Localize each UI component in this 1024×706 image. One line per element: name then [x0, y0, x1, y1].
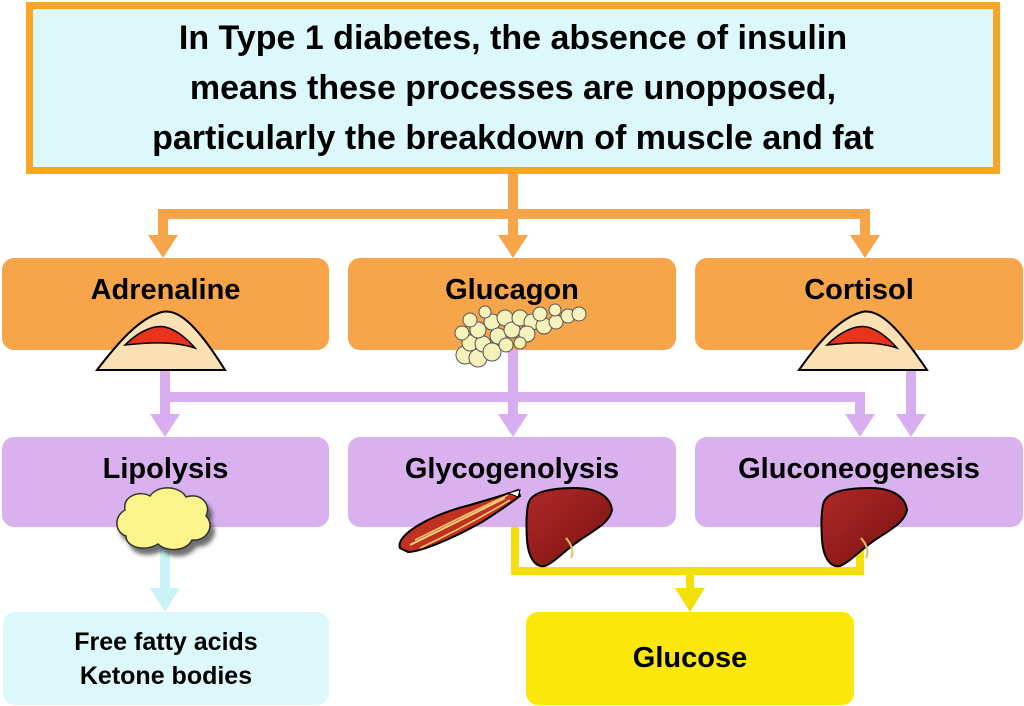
muscle-icon — [398, 488, 522, 554]
title-line-3: particularly the breakdown of muscle and… — [152, 119, 874, 157]
fat-droplet-icon — [116, 487, 211, 551]
cortisol-label: Cortisol — [804, 274, 914, 306]
ffa-label: Free fatty acids — [74, 627, 258, 656]
ketone-label: Ketone bodies — [79, 661, 253, 690]
cortisol-box: Cortisol — [695, 258, 1023, 350]
liver-icon — [525, 486, 614, 568]
hormones-to-processes-arrows — [150, 350, 926, 437]
liver-icon — [820, 486, 909, 568]
pancreas-icon — [454, 303, 587, 368]
adrenal-gland-icon — [797, 310, 929, 371]
title-box: In Type 1 diabetes, the absence of insul… — [26, 2, 1000, 174]
adrenaline-label: Adrenaline — [90, 274, 241, 306]
title-line-2: means these processes are unopposed, — [189, 69, 837, 107]
glucose-label: Glucose — [632, 642, 748, 674]
lipolysis-to-ffa-arrow — [150, 527, 180, 612]
glucose-box: Glucose — [526, 612, 854, 705]
ffa-ketone-box: Free fatty acids Ketone bodies — [3, 612, 329, 705]
glycogenolysis-box: Glycogenolysis — [348, 437, 676, 527]
title-to-hormones-arrows — [148, 174, 880, 258]
title-line-1: In Type 1 diabetes, the absence of insul… — [178, 19, 848, 57]
glycogenolysis-label: Glycogenolysis — [404, 453, 620, 485]
lipolysis-label: Lipolysis — [102, 453, 229, 485]
glucagon-label: Glucagon — [445, 274, 579, 306]
gluconeogenesis-label: Gluconeogenesis — [738, 453, 980, 485]
adrenal-gland-icon — [94, 310, 227, 371]
